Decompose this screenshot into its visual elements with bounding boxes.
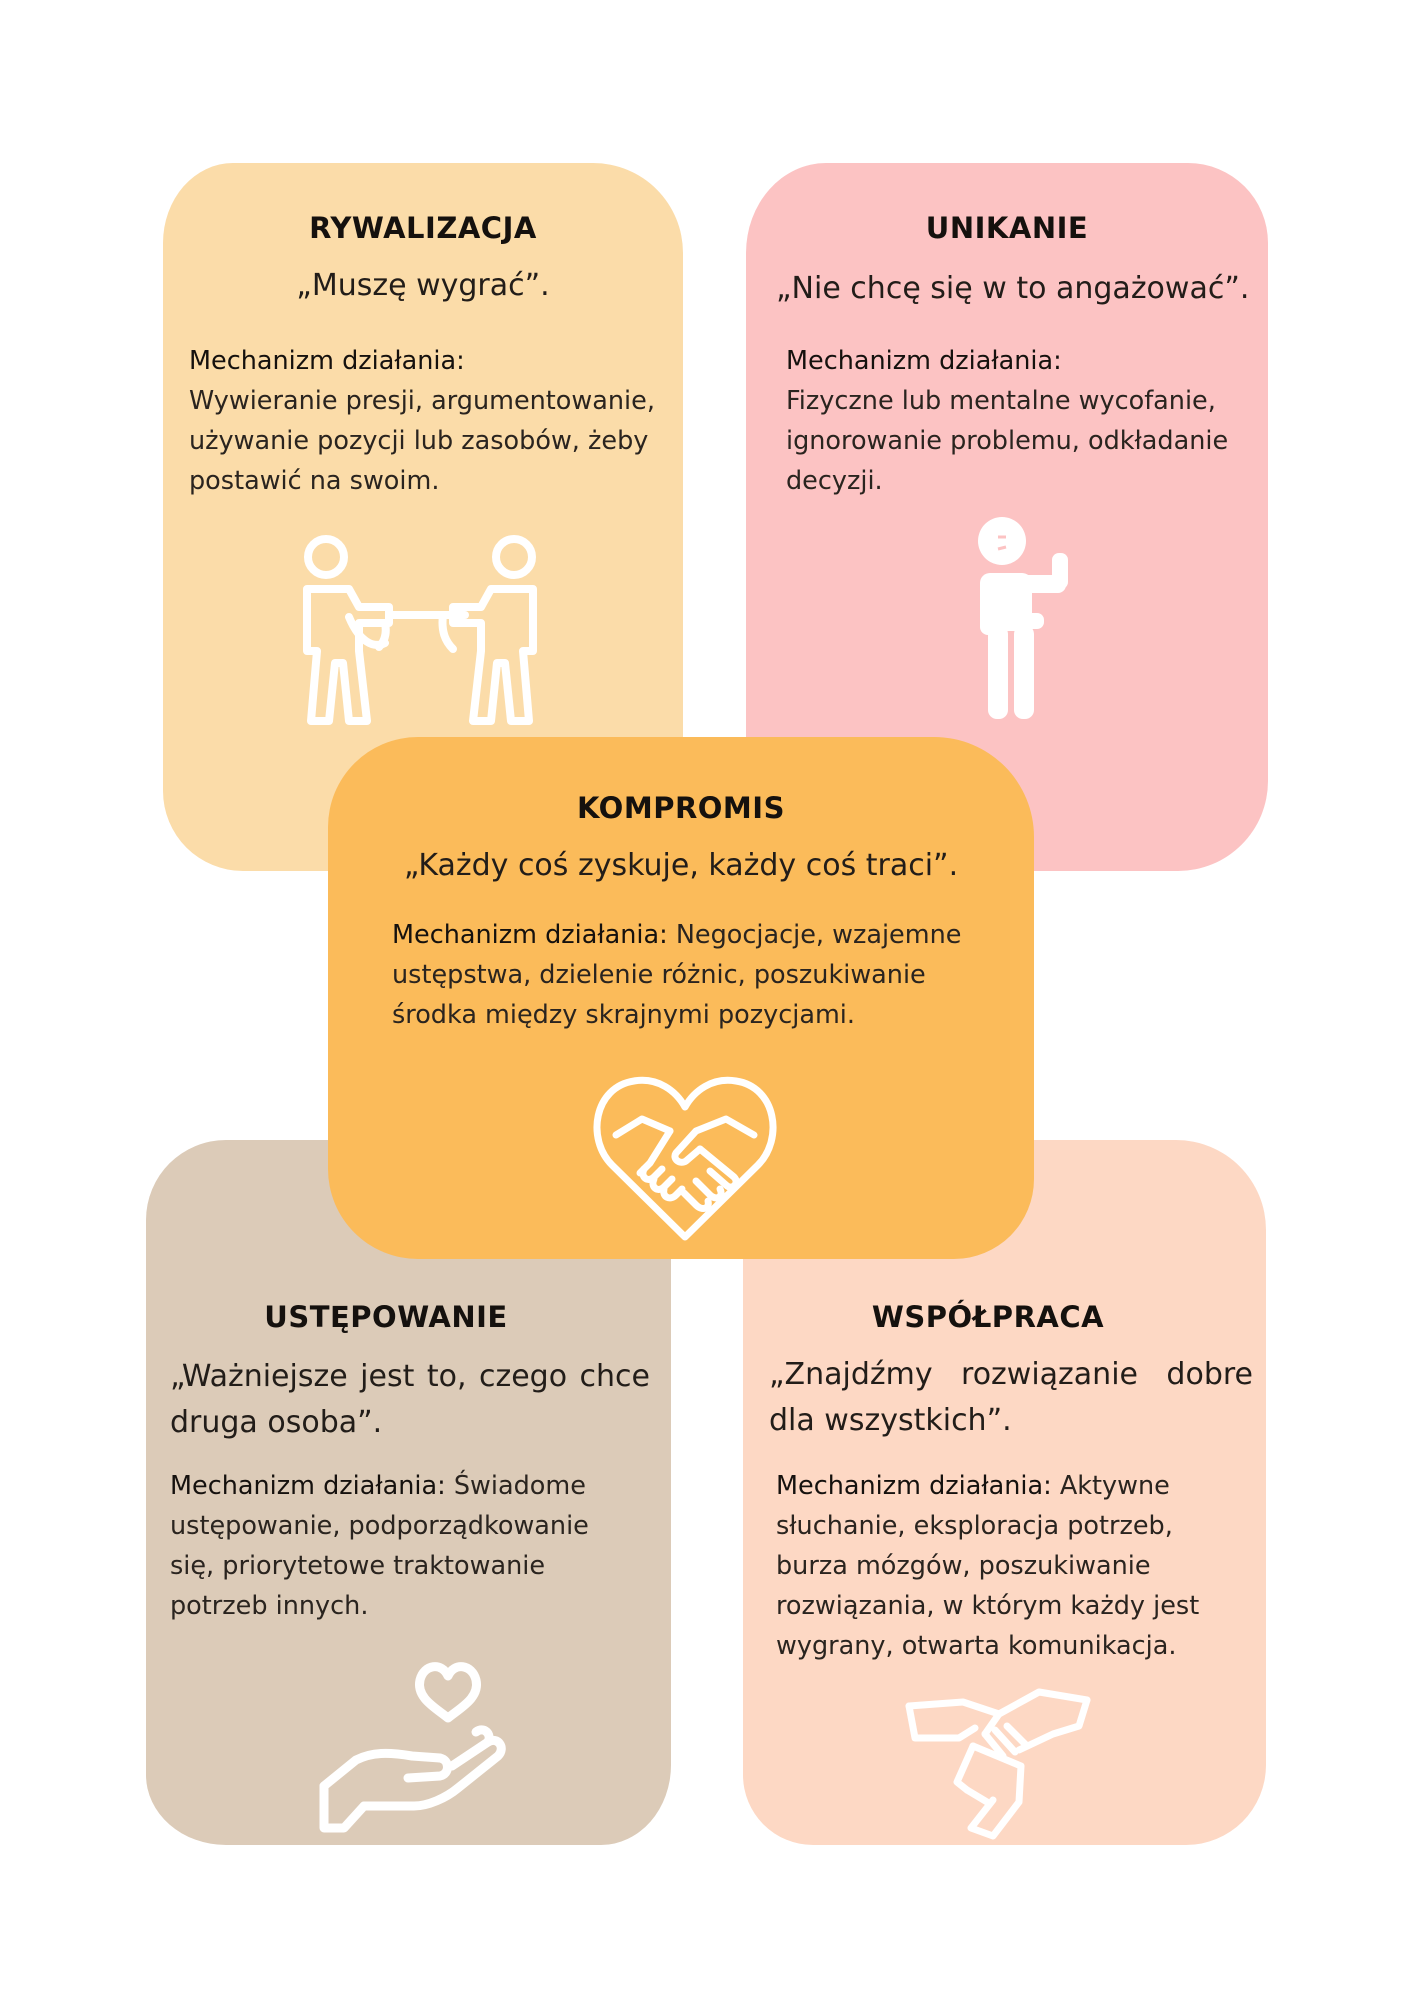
card-quote: „Nie chcę się w to angażować”. (776, 271, 1250, 306)
mechanism-label: Mechanizm działania: (786, 346, 1062, 376)
mechanism-text: Świadome ustępowanie, podporządkowanie s… (170, 1471, 589, 1621)
card-title: WSPÓŁPRACA (871, 1300, 1105, 1334)
card-quote: „Znajdźmy rozwiązanie dobre dla wszystki… (769, 1357, 1253, 1438)
tug-of-war-icon (293, 531, 553, 731)
stacked-hands-icon (903, 1686, 1093, 1846)
mechanism-text: Aktywne słuchanie, eksploracja potrzeb, … (776, 1471, 1200, 1661)
card-title: UNIKANIE (925, 211, 1089, 245)
card-rywalizacja: RYWALIZACJA „Muszę wygrać”. Mechanizm dz… (163, 163, 683, 871)
mechanism-label: Mechanizm działania: (189, 346, 465, 376)
card-quote: „Ważniejsze jest to, czego chce druga os… (170, 1359, 650, 1440)
card-title: USTĘPOWANIE (264, 1300, 508, 1334)
mechanism-text: Negocjacje, wzajemne ustępstwa, dzieleni… (392, 920, 962, 1030)
card-kompromis: KOMPROMIS „Każdy coś zyskuje, każdy coś … (328, 737, 1034, 1259)
card-description: Mechanizm działania: Wywieranie presji, a… (189, 341, 659, 501)
card-quote: „Każdy coś zyskuje, każdy coś traci”. (403, 848, 959, 883)
hand-giving-heart-icon (316, 1656, 516, 1836)
card-description: Mechanizm działania: Fizyczne lub mentaln… (786, 341, 1256, 501)
card-description: Mechanizm działania: Aktywne słuchanie, … (776, 1466, 1246, 1666)
card-quote: „Muszę wygrać”. (296, 268, 550, 303)
card-title: KOMPROMIS (577, 791, 785, 825)
person-refusing-icon (968, 513, 1098, 723)
mechanism-label: Mechanizm działania: (392, 920, 668, 950)
card-title: RYWALIZACJA (309, 211, 537, 245)
card-description: Mechanizm działania: Negocjacje, wzajemn… (392, 915, 992, 1035)
mechanism-label: Mechanizm działania: (170, 1471, 446, 1501)
mechanism-text: Wywieranie presji, argumentowanie, używa… (189, 386, 655, 496)
card-description: Mechanizm działania: Świadome ustępowani… (170, 1466, 640, 1626)
mechanism-text: Fizyczne lub mentalne wycofanie, ignorow… (786, 386, 1229, 496)
mechanism-label: Mechanizm działania: (776, 1471, 1052, 1501)
heart-handshake-icon (592, 1073, 778, 1243)
